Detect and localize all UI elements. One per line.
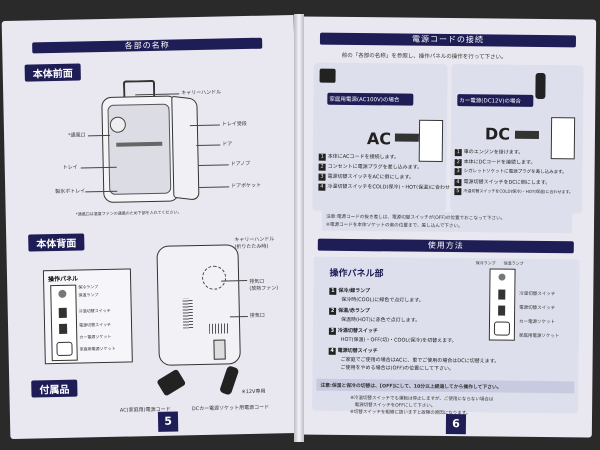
page-number-right: 6	[445, 414, 467, 435]
label-door-knob: ドアノブ	[230, 160, 251, 168]
label-door: ドア	[222, 141, 233, 148]
book-gutter	[294, 14, 304, 442]
ac-label: AC	[366, 129, 392, 149]
label-carry-handle: キャリーハンドル	[181, 89, 222, 97]
right-panel-power-switch: 電源切替スイッチ	[519, 305, 556, 312]
item-1-desc: 保冷時(COOL)に緑色で点灯します。	[341, 296, 424, 304]
left-panel-cool-lamp: 保冷ランプ	[78, 284, 99, 290]
ac-plug-icon	[156, 368, 187, 397]
left-panel-hot-lamp: 保温ランプ	[78, 292, 99, 298]
label-vent: *通風口	[68, 132, 86, 139]
right-panel-cool-lamp: 保冷ランプ	[475, 260, 496, 266]
fridge-back-illustration	[156, 244, 241, 366]
accessory-title: 付属品	[31, 379, 78, 398]
left-panel-box: 操作パネル 保冷ランプ 保温ランプ 冷温切替スイッチ 電源切替スイッチ カー電源…	[42, 268, 133, 365]
dc-plug-icon	[219, 365, 240, 396]
right-panel-home-socket: 家庭用電源ソケット	[518, 333, 560, 340]
label-back-intake: 排気口	[249, 312, 265, 319]
right-page: 電源コードの接続 前の「各部の名称」を参照し、操作パネルの操作を行って下さい。 …	[297, 16, 597, 438]
ac-plug-icon-right	[319, 68, 336, 83]
item-3-desc: HOT(保温)・OFF(切)・COOL(保冷)を切替えます。	[340, 336, 457, 345]
right-panel-hot-lamp: 保温ランプ	[503, 260, 524, 266]
right-panel-mode-switch: 冷温切替スイッチ	[519, 291, 556, 298]
caution-text: 注意:保温と保冷の切替は、[OFF]にして、10分以上経過してから操作して下さい…	[320, 383, 502, 391]
dc-panel-icon	[550, 117, 576, 160]
left-panel-car-socket: カー電源ソケット	[79, 333, 112, 340]
fridge-front-illustration	[101, 79, 200, 204]
ac-section-title: 家庭用電源(AC100V)の場合	[327, 92, 414, 106]
left-page: 各部の名称 本体前面 キャリーハンドル トレイ受段 ドア ドアノブ ドアポケット…	[1, 14, 303, 440]
usage-header: 使用方法	[317, 238, 574, 254]
warning-text-2: ※電源コードを本体ソケットの奥の位置まで、差し込んで下さい。	[325, 222, 463, 230]
item-2-desc: 保温時(HOT)に赤色で点灯します。	[340, 316, 421, 324]
dc-label: DC	[484, 124, 511, 144]
parts-header: 各部の名称	[32, 37, 263, 54]
back-title: 本体背面	[28, 233, 85, 252]
front-note: *通風口は温度ファンの通風のため下部を入れてください。	[75, 209, 182, 217]
intro-text: 前の「各部の名称」を参照し、操作パネルの操作を行って下さい。	[341, 52, 507, 61]
left-panel-home-socket: 家庭用電源ソケット	[79, 345, 116, 352]
label-tray: トレイ	[62, 164, 78, 171]
item-4-desc: ご家庭でご使用の場合はACに、車でご使用の場合はDCに切替えます。ご使用をやめる…	[340, 356, 500, 373]
left-panel-power-switch: 電源切替スイッチ	[78, 321, 112, 328]
panel-section-title: 操作パネル部	[329, 268, 384, 280]
label-dc-note: ※12V専用	[241, 388, 266, 396]
note-2: 電源切替スイッチをOFFにして下さい。	[350, 402, 436, 409]
warning-box: 注意:電源コードの抜き差しは、電源切替スイッチが(OFF)の位置でおこなって下さ…	[321, 210, 573, 234]
power-header: 電源コードの接続	[319, 32, 577, 48]
page-number-left: 5	[157, 411, 179, 432]
ac-panel-icon	[418, 119, 444, 162]
right-panel-diagram	[488, 268, 516, 341]
right-panel-car-socket: カー電源ソケット	[518, 319, 556, 326]
label-dc-cord: DCカー電源ソケット用電源コード	[191, 404, 270, 413]
panel-title: 操作パネル	[48, 275, 79, 284]
dc-section-title: カー電源(DC12V)の場合	[457, 94, 534, 107]
label-back-carry-handle-sub: (折りたたみ時)	[234, 243, 269, 251]
dc-plug-icon-right	[535, 72, 546, 100]
label-back-exhaust-sub: (放熱ファン)	[249, 285, 279, 292]
front-title: 本体前面	[24, 63, 81, 82]
warning-text: 注意:電源コードの抜き差しは、電源切替スイッチが(OFF)の位置でおこなって下さ…	[326, 214, 506, 222]
label-door-pocket: ドアポケット	[231, 182, 262, 190]
label-bottom-tray: 製氷ボトレイ	[55, 188, 86, 196]
left-panel-mode-switch: 冷温切替スイッチ	[78, 307, 111, 314]
label-tray-stop: トレイ受段	[221, 120, 247, 128]
